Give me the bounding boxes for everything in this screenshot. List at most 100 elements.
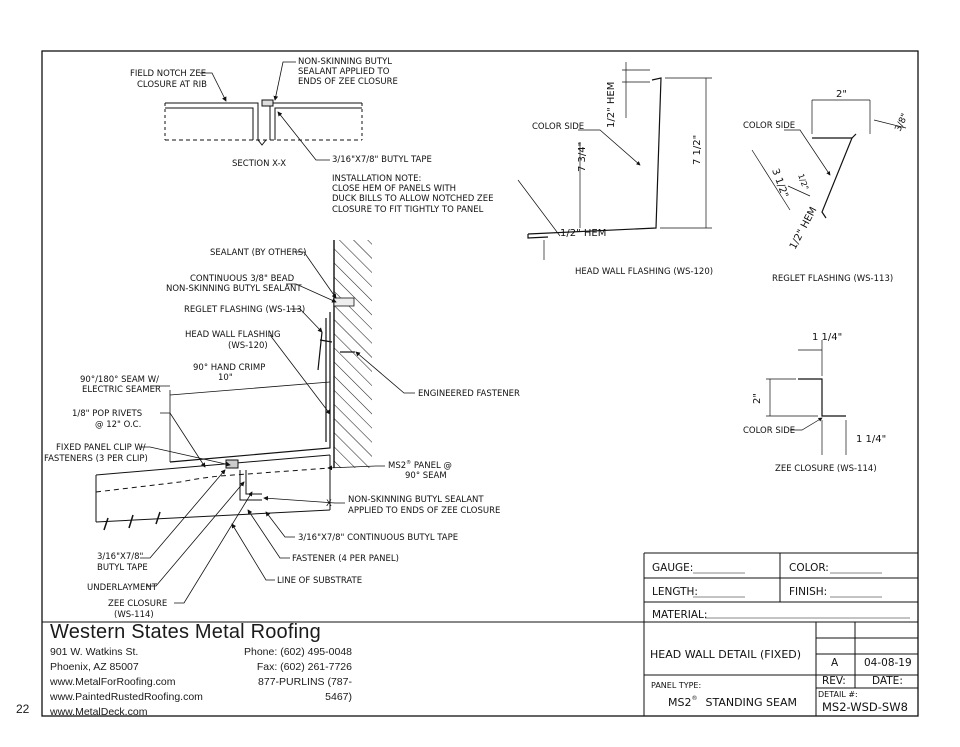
title-block-lines bbox=[42, 552, 918, 716]
label-nsb-2: APPLIED TO ENDS OF ZEE CLOSURE bbox=[348, 506, 500, 516]
ws114-color-side: COLOR SIDE bbox=[743, 426, 795, 436]
company-web-3[interactable]: www.MetalDeck.com bbox=[50, 706, 148, 718]
label-zee-1: ZEE CLOSURE bbox=[108, 599, 167, 609]
label-ms2-panel-1: MS2® PANEL @ bbox=[388, 459, 452, 471]
tb-drawing-title: HEAD WALL DETAIL (FIXED) bbox=[650, 648, 801, 661]
panel-screws bbox=[103, 511, 161, 531]
ws113-dim-38: 3/8" bbox=[894, 112, 911, 133]
company-contact-left: 901 W. Watkins St. Phoenix, AZ 85007 www… bbox=[50, 645, 203, 720]
ws120-hem-top: 1/2" HEM bbox=[606, 82, 617, 128]
dimension-10in bbox=[169, 381, 331, 462]
note-line-2: CLOSE HEM OF PANELS WITH bbox=[332, 184, 456, 194]
tb-material-label: MATERIAL: bbox=[652, 609, 707, 621]
company-web-1[interactable]: www.MetalForRoofing.com bbox=[50, 676, 176, 688]
ws120-drawing bbox=[527, 77, 662, 239]
label-butyl-tape: 3/16"X7/8" BUTYL TAPE bbox=[332, 155, 432, 165]
tb-panel-type-label: PANEL TYPE: bbox=[651, 681, 701, 690]
ws114-drawing bbox=[798, 378, 846, 417]
panel-section bbox=[95, 454, 331, 523]
label-field-notch-1: FIELD NOTCH ZEE bbox=[130, 69, 206, 79]
label-clip-2: FASTENERS (3 PER CLIP) bbox=[44, 454, 148, 464]
ws120-dim-734: 7 3/4" bbox=[577, 142, 588, 172]
ws114-dim-left: 2" bbox=[752, 393, 763, 404]
ws120-dims bbox=[517, 62, 712, 260]
section-xx-drawing bbox=[164, 99, 363, 146]
ws113-drawing bbox=[812, 133, 857, 219]
company-name: Western States Metal Roofing bbox=[50, 621, 321, 643]
label-seam-2: ELECTRIC SEAMER bbox=[82, 385, 161, 395]
tb-finish-label: FINISH: bbox=[789, 586, 827, 598]
company-address-2: Phoenix, AZ 85007 bbox=[50, 661, 139, 673]
label-section-xx: SECTION X-X bbox=[232, 159, 286, 169]
label-substrate: LINE OF SUBSTRATE bbox=[277, 576, 362, 586]
label-field-notch-2: CLOSURE AT RIB bbox=[137, 80, 207, 90]
label-reglet: REGLET FLASHING (WS-113) bbox=[184, 305, 305, 315]
ws113-dim-hem: 1/2" HEM bbox=[788, 205, 819, 251]
label-butyl-tape-b: BUTYL TAPE bbox=[97, 563, 148, 573]
ws120-hem-bottom: 1/2" HEM bbox=[560, 228, 606, 239]
label-seam-1: 90°/180° SEAM W/ bbox=[80, 375, 159, 385]
label-engineered-fastener: ENGINEERED FASTENER bbox=[418, 389, 520, 399]
ws113-caption: REGLET FLASHING (WS-113) bbox=[772, 274, 893, 284]
company-address-1: 901 W. Watkins St. bbox=[50, 646, 139, 658]
label-bead-2: NON-SKINNING BUTYL SEALANT bbox=[166, 284, 302, 294]
tb-color-label: COLOR: bbox=[789, 562, 829, 574]
label-crimp-2: 10" bbox=[218, 373, 233, 383]
note-line-4: CLOSURE TO FIT TIGHTLY TO PANEL bbox=[332, 205, 484, 215]
label-headwall-1: HEAD WALL FLASHING bbox=[185, 330, 281, 340]
ws114-dims bbox=[766, 340, 847, 455]
label-butyl-sealant-2: SEALANT APPLIED TO bbox=[298, 67, 390, 77]
headwall-flashing-shape bbox=[169, 312, 355, 463]
label-sealant-by-others: SEALANT (BY OTHERS) bbox=[210, 248, 306, 258]
tb-rev-label: REV: bbox=[822, 675, 846, 687]
note-line-1: INSTALLATION NOTE: bbox=[332, 174, 421, 184]
ws113-color-side: COLOR SIDE bbox=[743, 121, 795, 131]
ws120-caption: HEAD WALL FLASHING (WS-120) bbox=[575, 267, 713, 277]
label-nsb-1: NON-SKINNING BUTYL SEALANT bbox=[348, 495, 484, 505]
ws113-dim-2: 2" bbox=[836, 89, 847, 100]
ws114-caption: ZEE CLOSURE (WS-114) bbox=[775, 464, 877, 474]
ws113-dim-312: 3 1/2" bbox=[769, 167, 790, 199]
section-xx-leaders bbox=[200, 61, 330, 161]
sheet-border bbox=[41, 50, 919, 717]
label-bead-1: CONTINUOUS 3/8" BEAD bbox=[190, 274, 295, 284]
label-fastener-4: FASTENER (4 PER PANEL) bbox=[292, 554, 399, 564]
label-rivets-1: 1/8" POP RIVETS bbox=[72, 409, 142, 419]
note-line-3: DUCK BILLS TO ALLOW NOTCHED ZEE bbox=[332, 194, 494, 204]
label-rivets-2: @ 12" O.C. bbox=[95, 420, 141, 430]
tb-panel-type-value: MS2®STANDING SEAM bbox=[668, 695, 797, 709]
label-butyl-tape-a: 3/16"X7/8" bbox=[97, 552, 144, 562]
label-butyl-sealant-3: ENDS OF ZEE CLOSURE bbox=[298, 77, 398, 87]
tb-date-label: DATE: bbox=[872, 675, 903, 687]
label-clip-1: FIXED PANEL CLIP W/ bbox=[56, 443, 146, 453]
tb-detail-label: DETAIL #: bbox=[818, 690, 858, 699]
label-underlayment: UNDERLAYMENT bbox=[87, 583, 158, 593]
label-headwall-2: (WS-120) bbox=[228, 341, 268, 351]
company-phone: Phone: (602) 495-0048 bbox=[244, 646, 352, 658]
company-tollfree: 877-PURLINS (787-5467) bbox=[258, 676, 352, 703]
label-crimp-1: 90° HAND CRIMP bbox=[193, 363, 265, 373]
ws113-dims bbox=[751, 99, 907, 211]
label-zee-2: (WS-114) bbox=[114, 610, 154, 620]
label-continuous-tape: 3/16"X7/8" CONTINUOUS BUTYL TAPE bbox=[298, 533, 458, 543]
ws120-dim-712: 7 1/2" bbox=[692, 135, 703, 165]
reglet-block bbox=[333, 297, 355, 307]
ws114-dim-right: 1 1/4" bbox=[856, 434, 886, 445]
tb-gauge-label: GAUGE: bbox=[652, 562, 693, 574]
ws114-dim-top: 1 1/4" bbox=[812, 332, 842, 343]
company-contact-right: Phone: (602) 495-0048 Fax: (602) 261-772… bbox=[232, 645, 352, 705]
main-leaders bbox=[140, 251, 415, 604]
ws120-color-side: COLOR SIDE bbox=[532, 122, 584, 132]
ws113-dim-small: 1/2" bbox=[796, 173, 810, 192]
wall-hatch bbox=[334, 240, 372, 468]
label-x-mark: X bbox=[326, 499, 332, 509]
label-ms2-panel-2: 90° SEAM bbox=[405, 471, 447, 481]
company-fax: Fax: (602) 261-7726 bbox=[256, 661, 352, 673]
page-number: 22 bbox=[16, 702, 30, 716]
tb-rev-value: A bbox=[831, 657, 839, 669]
tb-length-label: LENGTH: bbox=[652, 586, 698, 598]
company-web-2[interactable]: www.PaintedRustedRoofing.com bbox=[50, 691, 203, 703]
tb-detail-value: MS2-WSD-SW8 bbox=[822, 700, 908, 714]
